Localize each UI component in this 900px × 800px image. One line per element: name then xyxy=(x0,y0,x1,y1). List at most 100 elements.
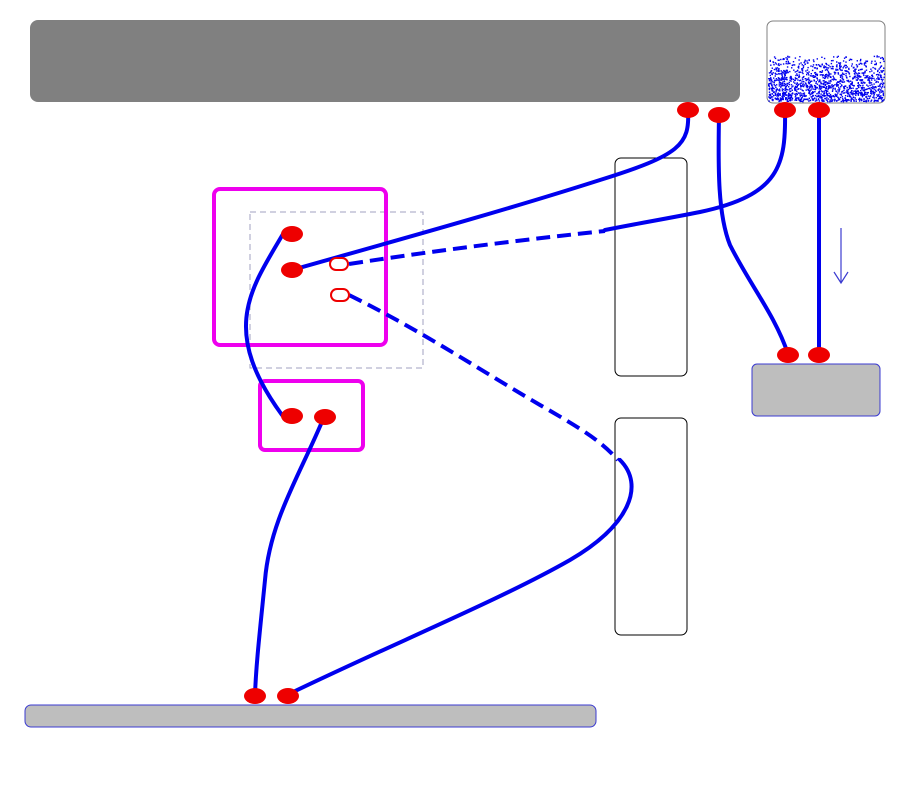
noise-speck xyxy=(770,96,772,99)
noise-speck xyxy=(844,95,847,97)
noise-speck xyxy=(788,81,790,84)
noise-speck xyxy=(859,76,861,78)
noise-speck xyxy=(857,93,859,95)
noise-speck xyxy=(782,84,784,87)
noise-speck xyxy=(781,73,783,75)
noise-speck xyxy=(770,77,772,79)
noise-speck xyxy=(863,62,866,65)
noise-speck xyxy=(859,99,861,101)
noise-speck xyxy=(820,87,823,89)
noise-speck xyxy=(785,62,787,65)
noise-speck xyxy=(777,59,779,61)
noise-speck xyxy=(777,92,779,94)
noise-speck xyxy=(815,88,817,90)
noise-speck xyxy=(791,99,793,101)
noise-speck xyxy=(844,64,846,67)
noise-speck xyxy=(819,71,821,73)
noise-speck xyxy=(785,97,788,99)
noise-speck xyxy=(794,77,797,79)
noise-speck xyxy=(856,76,858,79)
noise-speck xyxy=(883,86,886,88)
noise-speck xyxy=(864,91,867,94)
noise-speck xyxy=(858,98,860,101)
noise-speck xyxy=(787,63,789,65)
noise-speck xyxy=(784,75,786,77)
noise-speck xyxy=(811,97,813,99)
noise-speck xyxy=(797,92,799,94)
noise-speck xyxy=(864,72,866,74)
noise-speck xyxy=(839,62,841,64)
noise-speck xyxy=(788,97,791,99)
noise-speck xyxy=(829,75,831,78)
noise-speck xyxy=(791,77,793,80)
noise-speck xyxy=(862,72,865,74)
noise-speck xyxy=(838,87,840,89)
noise-speck xyxy=(877,70,879,73)
noise-speck xyxy=(866,93,868,96)
noise-speck xyxy=(846,90,848,93)
noise-speck xyxy=(842,60,845,62)
noise-speck xyxy=(821,99,823,101)
noise-speck xyxy=(793,69,795,71)
noise-speck xyxy=(853,99,855,101)
noise-speck xyxy=(810,89,812,91)
noise-speck xyxy=(875,90,877,92)
noise-speck xyxy=(878,95,881,98)
noise-speck xyxy=(768,97,771,99)
noise-speck xyxy=(801,68,803,70)
noise-speck xyxy=(871,79,873,81)
noise-speck xyxy=(785,85,788,88)
noise-speck xyxy=(877,81,879,83)
noise-speck xyxy=(841,85,843,87)
noise-speck xyxy=(861,99,863,102)
noise-speck xyxy=(830,73,832,75)
noise-speck xyxy=(875,74,878,76)
noise-speck xyxy=(828,82,830,84)
noise-speck xyxy=(802,79,804,81)
noise-speck xyxy=(882,82,884,84)
noise-speck xyxy=(801,77,804,79)
noise-speck xyxy=(834,72,837,74)
noise-speck xyxy=(823,100,825,102)
noise-speck xyxy=(829,76,832,78)
noise-speck xyxy=(815,81,817,83)
noise-speck xyxy=(784,86,787,88)
noise-speck xyxy=(829,101,831,103)
noise-speck xyxy=(770,71,772,74)
noise-speck xyxy=(778,81,781,83)
noise-speck xyxy=(883,60,885,63)
noise-speck xyxy=(839,76,842,78)
noise-speck xyxy=(877,73,879,76)
noise-speck xyxy=(806,73,808,76)
noise-speck xyxy=(843,57,846,59)
noise-speck xyxy=(871,91,873,93)
noise-speck xyxy=(800,86,802,88)
noise-speck xyxy=(781,79,783,81)
noise-speck xyxy=(830,79,832,82)
noise-speck xyxy=(778,73,780,75)
noise-speck xyxy=(872,90,874,92)
noise-speck xyxy=(833,78,835,80)
noise-speck xyxy=(855,71,857,74)
noise-speck xyxy=(875,81,877,84)
noise-speck xyxy=(827,100,829,103)
noise-speck xyxy=(778,70,780,73)
noise-speck xyxy=(777,77,780,79)
noise-speck xyxy=(771,98,773,100)
terminal xyxy=(808,102,830,118)
noise-speck xyxy=(797,69,799,72)
noise-speck xyxy=(818,81,820,83)
noise-speck xyxy=(823,91,825,93)
noise-speck xyxy=(881,71,883,73)
noise-speck xyxy=(792,93,794,95)
noise-speck xyxy=(782,88,784,91)
noise-speck xyxy=(867,75,869,77)
noise-speck xyxy=(877,89,879,92)
noise-speck xyxy=(854,97,856,99)
noise-speck xyxy=(792,61,795,63)
noise-speck xyxy=(786,94,788,96)
noise-speck xyxy=(783,80,786,83)
noise-speck xyxy=(862,73,865,75)
noise-speck xyxy=(821,63,823,65)
noise-speck xyxy=(808,59,810,62)
